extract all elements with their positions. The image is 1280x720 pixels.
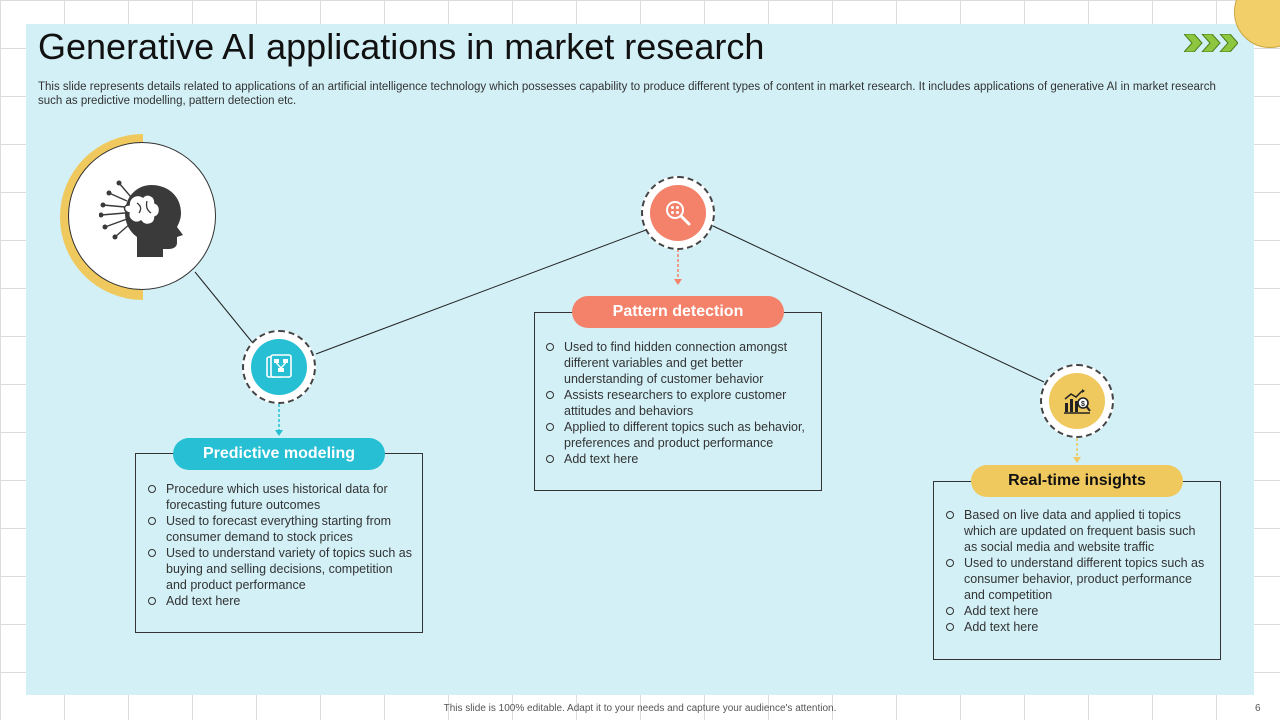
flowchart-icon [266, 354, 292, 378]
page-title: Generative AI applications in market res… [38, 26, 765, 67]
list-item: Used to understand variety of topics suc… [148, 545, 414, 593]
list-item: Used to understand different topics such… [946, 555, 1212, 603]
magnifier-icon [666, 201, 691, 226]
list-item: Applied to different topics such as beha… [546, 419, 812, 451]
predictive-node-inner [251, 339, 307, 395]
page-number: 6 [1255, 703, 1261, 714]
predictive-node [242, 330, 316, 404]
realtime-node: $ [1040, 364, 1114, 438]
pattern-bullets: Used to find hidden connection amongst d… [546, 339, 812, 467]
chevrons-icon [1184, 34, 1238, 52]
bar-chart-dollar-icon: $ [1064, 389, 1091, 414]
pattern-node [641, 176, 715, 250]
svg-text:$: $ [1081, 401, 1085, 408]
list-item: Add text here [946, 619, 1212, 635]
head-circle [68, 142, 216, 290]
list-item: Add text here [148, 593, 414, 609]
list-item: Procedure which uses historical data for… [148, 481, 414, 513]
list-item: Add text here [946, 603, 1212, 619]
list-item: Assists researchers to explore customer … [546, 387, 812, 419]
footer-note: This slide is 100% editable. Adapt it to… [443, 703, 837, 714]
list-item: Used to find hidden connection amongst d… [546, 339, 812, 387]
list-item: Used to forecast everything starting fro… [148, 513, 414, 545]
ai-head-icon [99, 180, 183, 257]
slide-panel [26, 24, 1254, 695]
predictive-bullets: Procedure which uses historical data for… [148, 481, 414, 609]
pattern-node-inner [650, 185, 706, 241]
predictive-label: Predictive modeling [173, 438, 385, 470]
realtime-node-inner: $ [1049, 373, 1105, 429]
page-subtitle: This slide represents details related to… [38, 81, 1216, 107]
realtime-label: Real-time insights [971, 465, 1183, 497]
list-item: Add text here [546, 451, 812, 467]
pattern-label: Pattern detection [572, 296, 784, 328]
list-item: Based on live data and applied ti topics… [946, 507, 1212, 555]
realtime-bullets: Based on live data and applied ti topics… [946, 507, 1212, 635]
